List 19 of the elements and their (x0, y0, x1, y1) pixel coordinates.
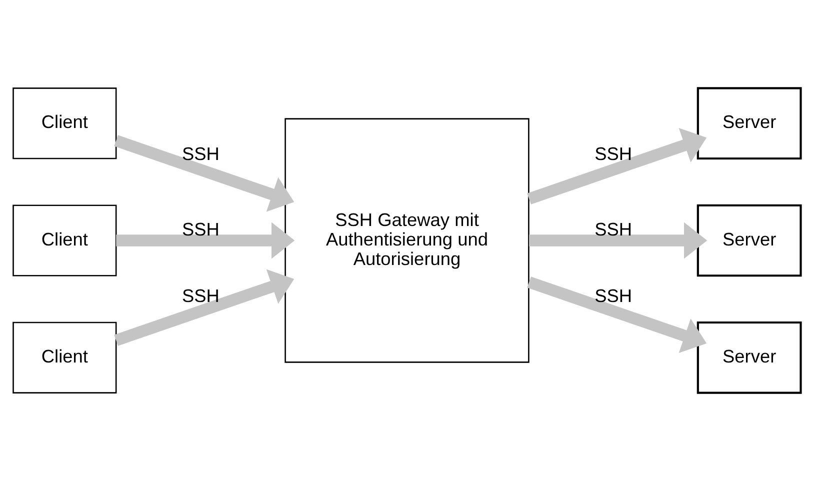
arrow (114, 134, 294, 212)
node-box: Server (696, 204, 802, 276)
edge-label: SSH (594, 144, 632, 164)
arrow (116, 222, 295, 258)
edge-label: SSH (594, 219, 632, 240)
arrow (114, 268, 294, 346)
arrow (527, 276, 707, 353)
node-box: Client (12, 321, 117, 393)
node-box: Server (696, 86, 802, 160)
arrow (529, 222, 708, 258)
edge-label: SSH (182, 219, 220, 240)
node-box: Server (696, 320, 802, 394)
edge-label: SSH (594, 285, 632, 306)
node-box: Client (12, 87, 117, 159)
arrow (527, 127, 707, 204)
node-box: SSH Gateway mit Authentisierung und Autorisierung (284, 118, 530, 362)
node-box: Client (12, 204, 117, 276)
edge-label: SSH (182, 285, 220, 306)
edge-label: SSH (182, 144, 220, 164)
